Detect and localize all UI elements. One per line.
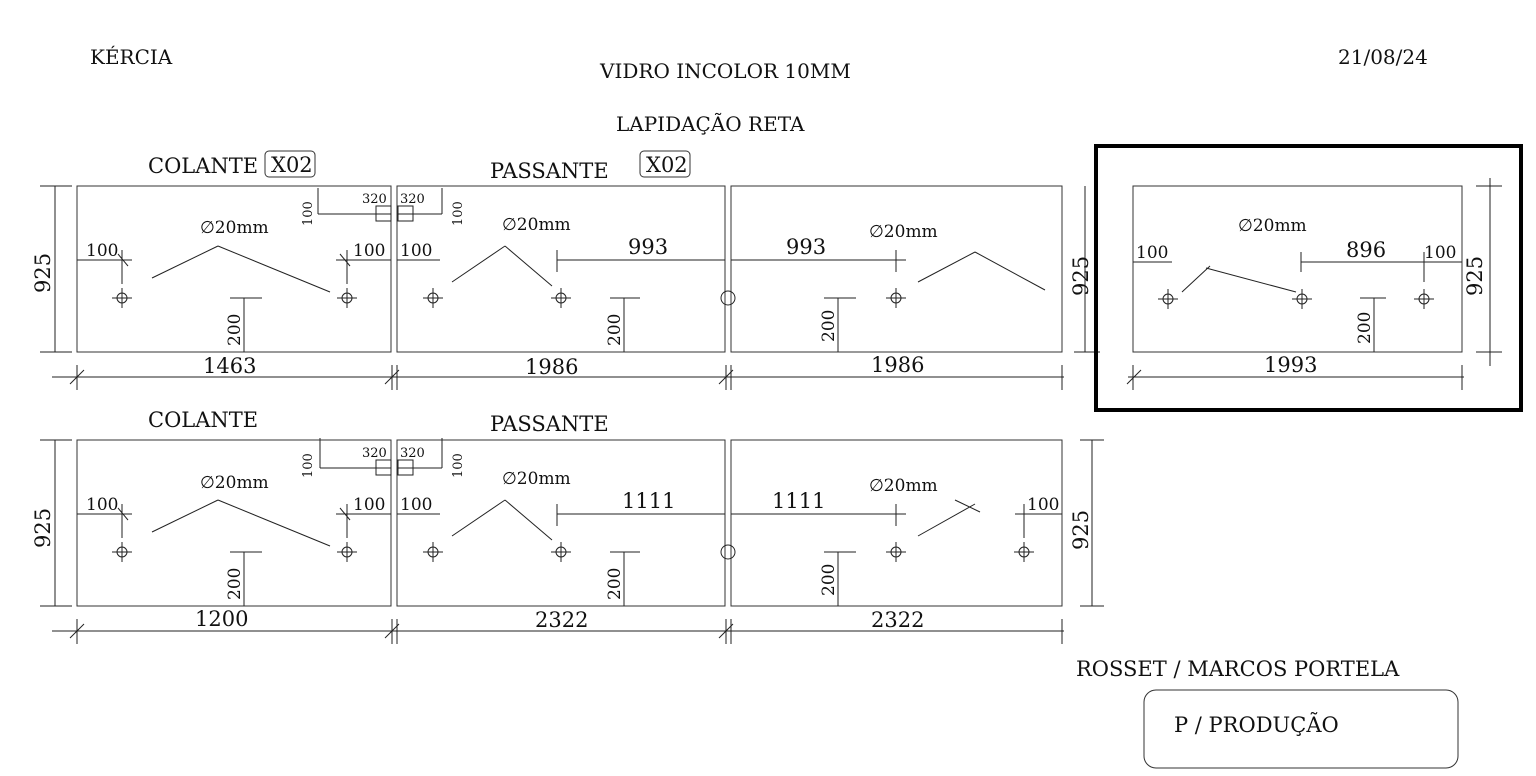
row2-p2-edge-left: 100 <box>400 495 432 515</box>
row1-p2-hole-label: ∅20mm <box>502 215 571 235</box>
row2-p2-vertical: 200 <box>605 568 625 600</box>
row2-p2-hole-label: ∅20mm <box>502 469 571 489</box>
row1-height-left: 925 <box>31 253 55 293</box>
row2-label-passante: PASSANTE <box>490 412 609 436</box>
hole-marker <box>1414 289 1434 309</box>
row1-p1-vertical: 200 <box>225 314 245 346</box>
hole-marker <box>551 542 571 562</box>
row1-p1-edge-left: 100 <box>86 241 118 261</box>
finish-title: LAPIDAÇÃO RETA <box>616 112 805 136</box>
joint-notch <box>720 544 736 560</box>
row2-p2-notch-w: 320 <box>400 446 425 461</box>
signature: ROSSET / MARCOS PORTELA <box>1076 657 1400 681</box>
single-pane-frame <box>1094 144 1523 412</box>
row2-p3-vertical: 200 <box>819 564 839 596</box>
single-vertical: 200 <box>1355 312 1375 344</box>
row2-p1-hole-label: ∅20mm <box>200 473 269 493</box>
row1-p2-notch-w: 320 <box>400 192 425 207</box>
row1-p3-hole-label: ∅20mm <box>869 222 938 242</box>
row2-p2-offset: 1111 <box>622 489 675 513</box>
hole-marker <box>112 542 132 562</box>
row1-qty-box-passante <box>639 150 691 178</box>
row2-p2-notch-h: 100 <box>451 453 466 478</box>
production-stamp-box <box>1143 689 1459 769</box>
row1-p1-notch-w: 320 <box>362 192 387 207</box>
row1-p2-vertical: 200 <box>605 314 625 346</box>
row2-p1-notch-h: 100 <box>301 453 316 478</box>
production-stamp: P / PRODUÇÃO <box>1174 713 1339 737</box>
single-offset: 896 <box>1346 238 1386 262</box>
single-pane-group: 925 1993 100 ∅20mm 896 100 200 <box>1094 144 1523 412</box>
single-hole-label: ∅20mm <box>1238 216 1307 236</box>
single-pane <box>1132 185 1463 353</box>
row1-height-right: 925 <box>1069 256 1093 296</box>
row1-p3-vertical: 200 <box>819 310 839 342</box>
hole-marker <box>886 542 906 562</box>
row2-p3-edge-right: 100 <box>1027 495 1059 515</box>
row2-p1-notch-w: 320 <box>362 446 387 461</box>
hole-marker <box>1014 542 1034 562</box>
row1-p1-hole-label: ∅20mm <box>200 218 269 238</box>
row1-width-3: 1986 <box>871 353 924 377</box>
row1-width-2: 1986 <box>525 355 578 379</box>
row2-p3-hole-label: ∅20mm <box>869 476 938 496</box>
row2-p1-edge-right: 100 <box>353 495 385 515</box>
row2-pane-2 <box>396 439 726 607</box>
single-edge-left: 100 <box>1136 243 1168 263</box>
row2-label-colante: COLANTE <box>148 408 258 432</box>
row2-width-2: 2322 <box>535 608 588 632</box>
hole-marker <box>1292 289 1312 309</box>
row1-label-colante: COLANTE <box>148 154 258 178</box>
date: 21/08/24 <box>1338 45 1428 69</box>
row1-p1-notch-h: 100 <box>301 201 316 226</box>
row1-p3-offset: 993 <box>786 235 826 259</box>
hole-marker <box>1158 289 1178 309</box>
row1-label-passante: PASSANTE <box>490 159 609 183</box>
row1-qty-colante: X02 <box>271 153 313 177</box>
row2-group: COLANTE PASSANTE 925 1200 2322 2322 100 … <box>31 408 1104 644</box>
single-height: 925 <box>1463 256 1487 296</box>
single-width: 1993 <box>1264 353 1317 377</box>
row2-height-left: 925 <box>31 508 55 548</box>
row2-width-1: 1200 <box>195 607 248 631</box>
row2-height-right: 925 <box>1069 510 1093 550</box>
hole-marker <box>551 288 571 308</box>
row1-pane-1 <box>76 185 392 353</box>
row1-p2-notch-h: 100 <box>451 201 466 226</box>
hole-marker <box>886 288 906 308</box>
row1-qty-passante: X02 <box>646 153 688 177</box>
material-title: VIDRO INCOLOR 10MM <box>599 59 851 83</box>
client-name: KÉRCIA <box>90 45 173 69</box>
hole-marker <box>337 542 357 562</box>
row1-qty-box-colante <box>264 150 316 178</box>
hole-marker <box>423 542 443 562</box>
row2-width-3: 2322 <box>871 608 924 632</box>
row1-width-1: 1463 <box>203 354 256 378</box>
row1-p1-edge-right: 100 <box>353 241 385 261</box>
row1-p2-offset: 993 <box>628 235 668 259</box>
row2-p1-edge-left: 100 <box>86 495 118 515</box>
row2-pane-1 <box>76 439 392 607</box>
joint-notch <box>720 290 736 306</box>
row1-pane-2 <box>396 185 726 353</box>
hole-marker <box>423 288 443 308</box>
row2-pane-3 <box>730 439 1063 607</box>
hole-marker <box>112 288 132 308</box>
hole-markers <box>112 288 1434 562</box>
single-edge-right: 100 <box>1424 243 1456 263</box>
row1-group: COLANTE X02 PASSANTE X02 925 1463 1986 1… <box>31 150 1100 390</box>
row2-p3-offset: 1111 <box>772 489 825 513</box>
row1-p2-edge-left: 100 <box>400 241 432 261</box>
row1-pane-3 <box>730 185 1063 353</box>
row2-p1-vertical: 200 <box>225 568 245 600</box>
hole-marker <box>337 288 357 308</box>
